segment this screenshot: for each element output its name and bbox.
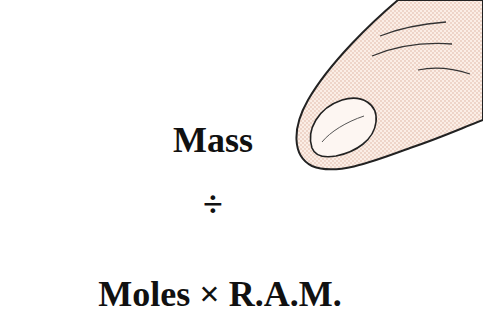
formula-numerator: Mass xyxy=(173,121,253,161)
formula-denominator: Moles × R.A.M. xyxy=(98,275,341,315)
division-sign: ÷ xyxy=(203,185,223,225)
